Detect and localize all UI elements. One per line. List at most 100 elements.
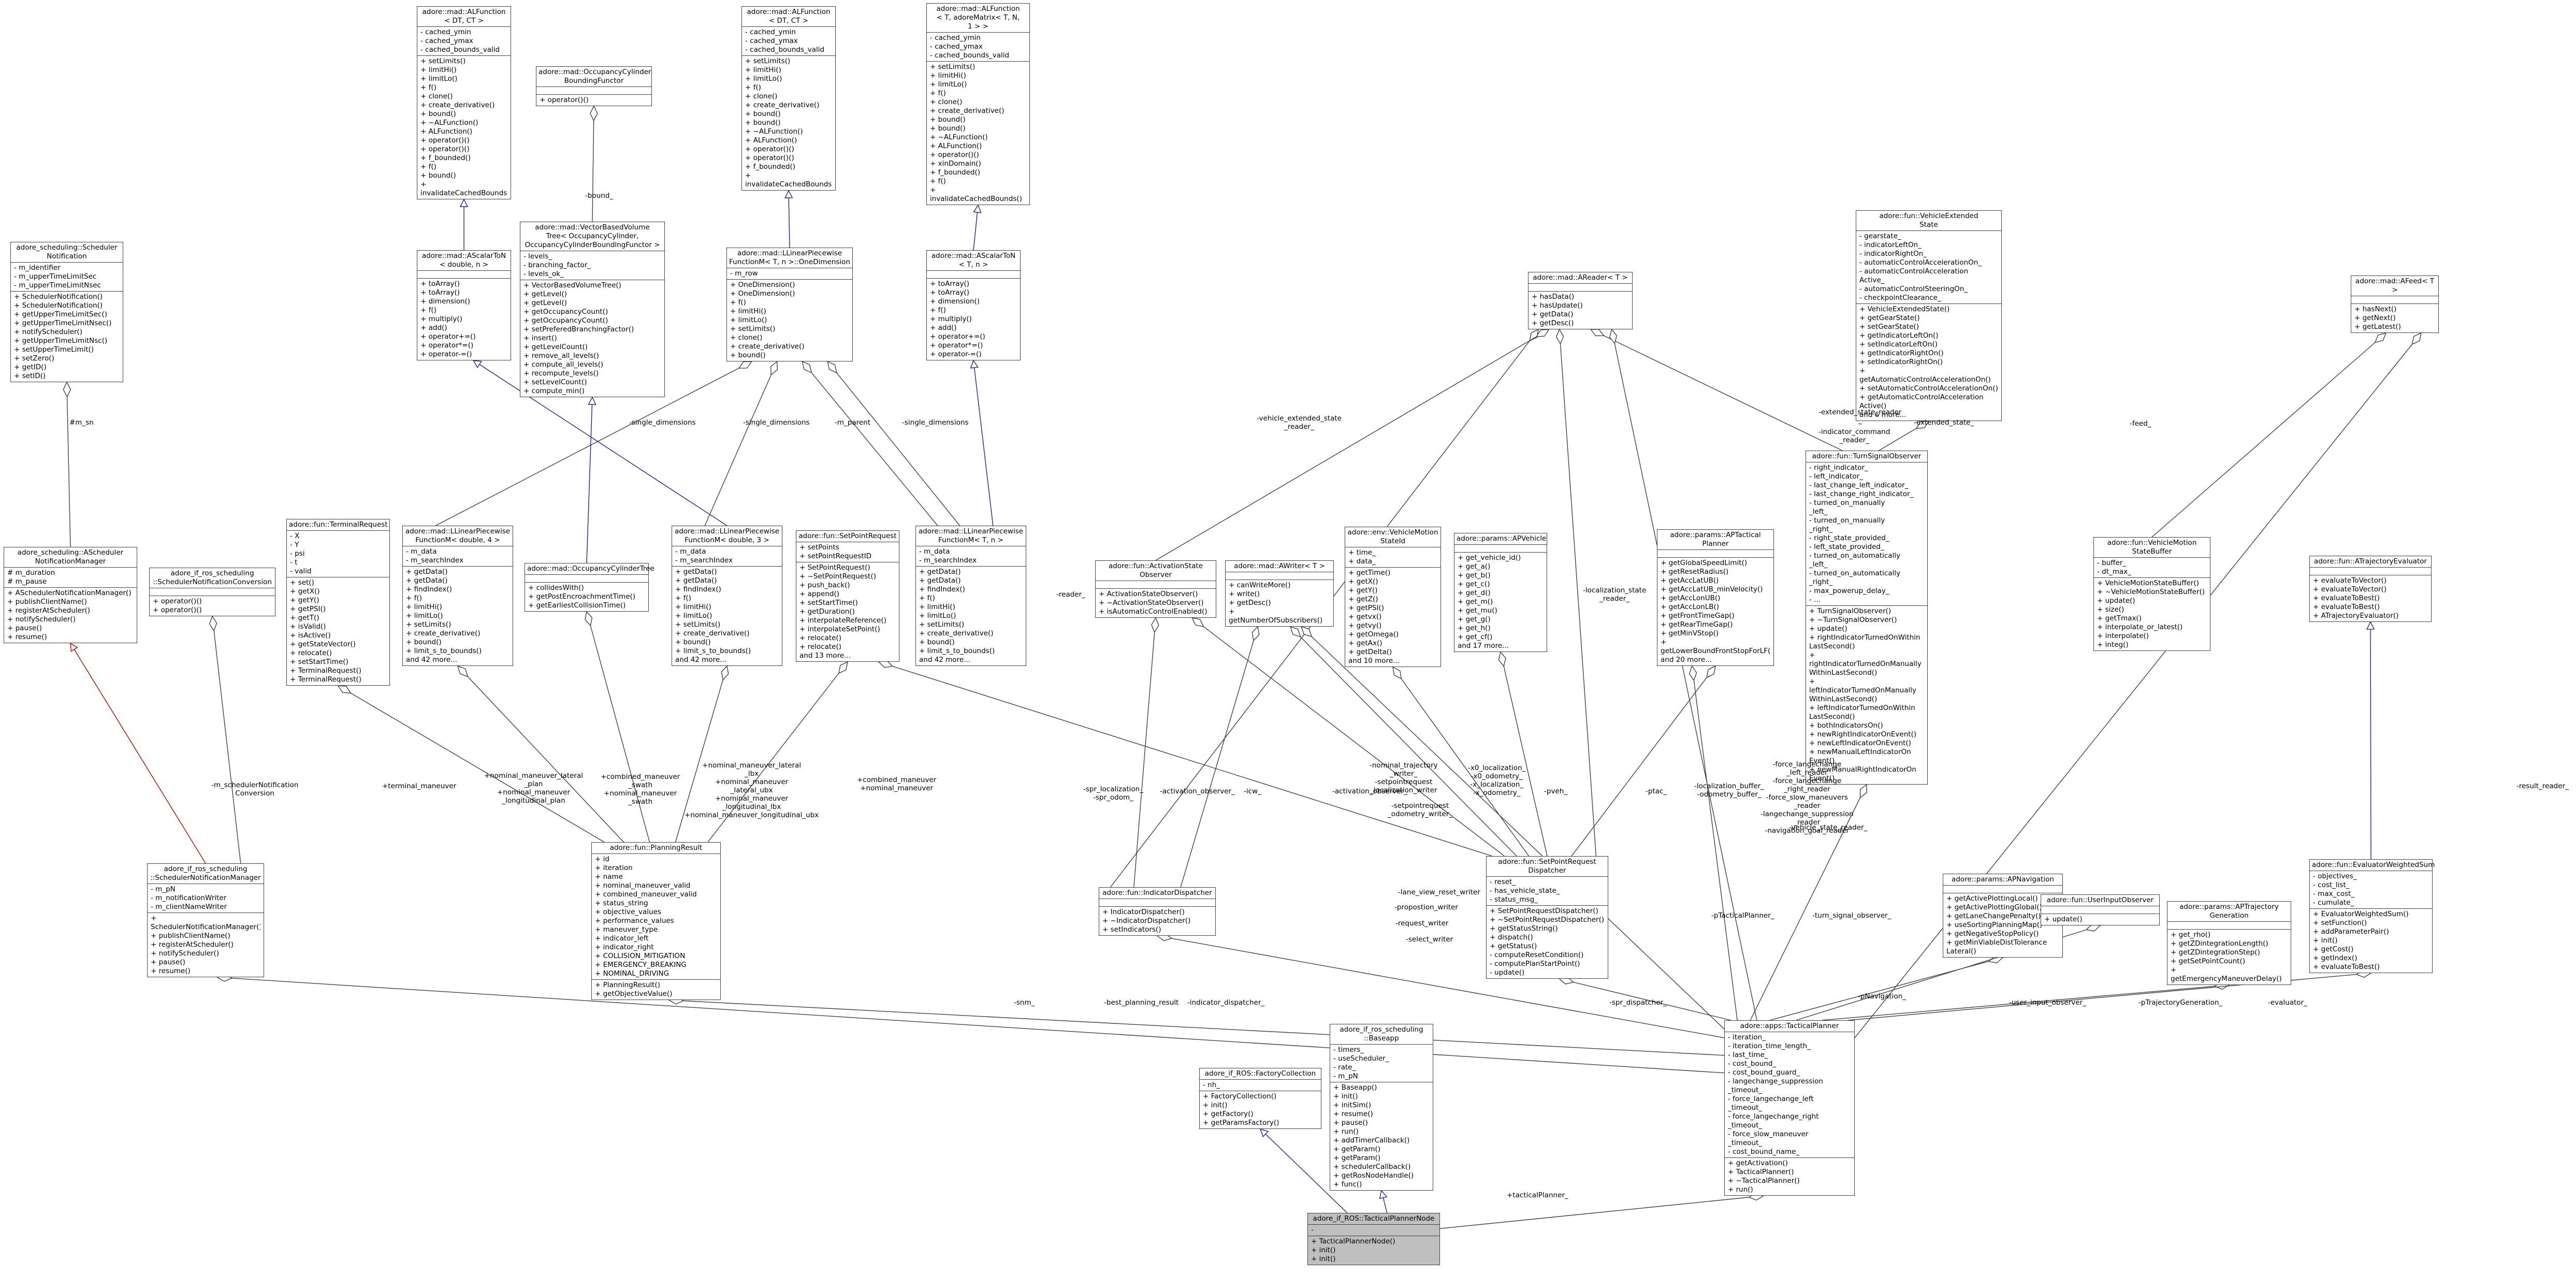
attribute: - cached_bounds_valid (420, 46, 500, 54)
edge-label-bound: -bound_ (585, 192, 614, 200)
class-box-areader[interactable]: adore::mad::AReader< T >+ hasData()+ has… (1528, 272, 1633, 329)
edge-line (592, 106, 594, 222)
class-box-user-input-observer[interactable]: adore::fun::UserInputObserver+ update() (2041, 894, 2160, 925)
class-methods: + hasNext()+ getNext()+ getLatest() (2351, 304, 2438, 332)
class-box-setpoint-request[interactable]: adore::fun::SetPointRequest+ setPoints+ … (796, 530, 899, 662)
attribute: - useScheduler_ (1333, 1054, 1389, 1063)
class-box-vehicle-motion-stateid[interactable]: adore::env::VehicleMotion StateId+ time_… (1345, 527, 1441, 667)
method: + TerminalRequest() (290, 675, 362, 684)
class-box-alfunction-dt[interactable]: adore::mad::ALFunction < DT, CT >- cache… (741, 6, 836, 191)
method: + hasUpdate() (1532, 301, 1583, 310)
class-box-scheduler-notification[interactable]: adore_scheduling::Scheduler Notification… (10, 242, 123, 382)
class-box-awriter[interactable]: adore::mad::AWriter< T >+ canWriteMore()… (1225, 560, 1334, 627)
class-box-ros-sched-manager[interactable]: adore_if_ros_scheduling ::SchedulerNotif… (147, 863, 264, 977)
attribute: + indicator_right (595, 943, 654, 951)
aggregation-diamond (2374, 332, 2387, 343)
class-name: adore::params::APTrajectory Generation (2167, 902, 2291, 922)
class-box-setpoint-dispatcher[interactable]: adore::fun::SetPointRequest Dispatcher- … (1486, 856, 1608, 979)
attribute: + EMERGENCY_BREAKING (595, 961, 687, 969)
class-box-llinear-double4[interactable]: adore::mad::LLinearPiecewise FunctionM< … (402, 526, 513, 666)
method: + ALFunction() (420, 127, 473, 136)
edge-line (70, 643, 206, 864)
class-box-ros-baseapp[interactable]: adore_if_ros_scheduling ::Baseapp- timer… (1330, 1024, 1433, 1191)
method: + getY() (290, 596, 319, 604)
class-box-atrajectory-evaluator[interactable]: adore::fun::ATrajectoryEvaluator+ evalua… (2309, 556, 2432, 622)
edge-line (1611, 329, 1757, 1021)
class-box-evaluator-weighted-sum[interactable]: adore::fun::EvaluatorWeightedSum- object… (2309, 859, 2435, 973)
method: + resume() (1333, 1110, 1373, 1118)
method: + getFrontTimeGap() (1661, 612, 1735, 620)
class-methods: + Baseapp()+ init()+ initSim()+ resume()… (1330, 1082, 1433, 1190)
edge-label-terminal-maneuver: +terminal_maneuver (382, 782, 457, 790)
class-box-occupancy-tree[interactable]: adore::mad::OccupancyCylinderTree+ colli… (525, 563, 654, 612)
edge-label-single-dim-3: -single_dimensions (902, 418, 969, 427)
method: + create_derivative() (675, 629, 750, 638)
attribute: + performance_values (595, 917, 674, 925)
class-box-llinear-onedim[interactable]: adore::mad::LLinearPiecewise FunctionM< … (726, 248, 853, 361)
method: + getID() (14, 363, 47, 371)
aggregation-diamond (1151, 617, 1159, 633)
class-attributes (525, 575, 648, 583)
class-box-indicator-dispatcher[interactable]: adore::fun::IndicatorDispatcher+ Indicat… (1099, 887, 1216, 936)
attribute: - indicatorLeftOn_ (1859, 241, 1922, 249)
method: + clone() (730, 334, 763, 342)
class-box-params-trajectory[interactable]: adore::params::APTrajectory Generation+ … (2167, 901, 2291, 985)
class-box-ros-factory-collection[interactable]: adore_if_ROS::FactoryCollection- nh_+ Fa… (1199, 1068, 1321, 1129)
class-methods: + PlanningResult()+ getObjectiveValue() (592, 980, 720, 1000)
method: + findIndex() (919, 585, 965, 593)
method: + getDelta() (1348, 648, 1392, 656)
class-box-afeed[interactable]: adore::mad::AFeed< T >+ hasNext()+ getNe… (2351, 276, 2439, 333)
class-box-planning-result[interactable]: adore::fun::PlanningResult+ id+ iteratio… (591, 842, 721, 1000)
class-box-terminal-request[interactable]: adore::fun::TerminalRequest- X- Y- psi- … (286, 519, 390, 686)
class-box-tactical-planner[interactable]: adore::apps::TacticalPlanner- iteration_… (1724, 1020, 1855, 1196)
inheritance-arrowhead (2366, 621, 2375, 630)
class-box-params-navigation[interactable]: adore::params::APNavigation+ getActivePl… (1943, 874, 2063, 958)
class-box-params-tactical[interactable]: adore::params::APTactical Planner+ getGl… (1657, 529, 1774, 666)
class-box-alfunction-matrix[interactable]: adore::mad::ALFunction < T, adoreMatrix<… (926, 3, 1030, 205)
class-box-params-vehicle[interactable]: adore::params::APVehicle+ get_vehicle_id… (1454, 533, 1547, 652)
class-box-occupancy-functor[interactable]: adore::mad::OccupancyCylinder BoundingFu… (536, 66, 652, 106)
method: + leftIndicatorTurnedOnWithin LastSecond… (1809, 704, 1915, 721)
edge-line (338, 685, 605, 843)
aggregation-diamond (337, 685, 352, 693)
method: + operator()() (745, 145, 794, 153)
method: + VehicleMotionStateBuffer() (2097, 579, 2199, 587)
class-box-ros-sched-conversion[interactable]: adore_if_ros_scheduling ::SchedulerNotif… (149, 568, 275, 616)
method: + append() (799, 590, 839, 598)
edge-line (788, 190, 790, 248)
class-box-activation-state-observer[interactable]: adore::fun::ActivationState Observer+ Ac… (1095, 560, 1216, 618)
class-box-scheduler-notification-manager[interactable]: adore_scheduling::AScheduler Notificatio… (4, 547, 137, 643)
attribute: + maneuver_type (595, 925, 658, 934)
method: + run() (1728, 1185, 1753, 1194)
method: + TurnSignalObserver() (1809, 607, 1891, 615)
method: + relocate() (799, 634, 841, 642)
class-box-vehicle-motion-statebuffer[interactable]: adore::fun::VehicleMotion StateBuffer- b… (2093, 537, 2210, 651)
attribute: + iteration (595, 864, 633, 872)
method: + get_g() (1458, 615, 1491, 624)
method: + TacticalPlanner() (1728, 1168, 1794, 1176)
class-box-turn-signal-observer[interactable]: adore::fun::TurnSignalObserver- right_in… (1806, 451, 1928, 785)
edge-line (1559, 329, 1597, 857)
inheritance-arrowhead (459, 198, 469, 207)
class-box-llinear-double3[interactable]: adore::mad::LLinearPiecewise FunctionM< … (672, 526, 782, 666)
method: + getCost() (2313, 945, 2354, 953)
class-box-vehicle-extended-state[interactable]: adore::fun::VehicleExtended State- gears… (1856, 210, 2002, 421)
class-attributes (2310, 568, 2431, 575)
class-attributes: - gearstate_- indicatorLeftOn_- indicato… (1856, 231, 2001, 304)
aggregation-diamond (770, 360, 778, 376)
class-box-llinear-Tn[interactable]: adore::mad::LLinearPiecewise FunctionM< … (915, 526, 1026, 666)
class-box-vbvt[interactable]: adore::mad::VectorBasedVolume Tree< Occu… (520, 222, 665, 397)
class-box-ros-tactical-node[interactable]: adore_if_ROS::TacticalPlannerNode- + Tac… (1307, 1213, 1440, 1265)
edge-label-force-langechange: -force_langechange _left_reader -force_l… (1760, 760, 1854, 835)
attribute: # m_pause (7, 577, 47, 586)
class-box-ascalartoN-T[interactable]: adore::mad::AScalarToN < T, n >+ toArray… (926, 250, 1021, 360)
attribute: - cached_ymin (930, 34, 981, 42)
class-box-alfunction-ct[interactable]: adore::mad::ALFunction < DT, CT >- cache… (417, 6, 511, 199)
class-box-ascalartoN-double[interactable]: adore::mad::AScalarToN < double, n >+ to… (417, 250, 511, 360)
method: + setGearState() (1859, 323, 1919, 331)
method: + get_b() (1458, 571, 1491, 580)
method: + getAccLatUB_minVelocity() (1661, 585, 1763, 593)
aggregation-diamond (738, 361, 753, 369)
edge-line (668, 1000, 1725, 1056)
method: + limitLo() (730, 316, 767, 324)
